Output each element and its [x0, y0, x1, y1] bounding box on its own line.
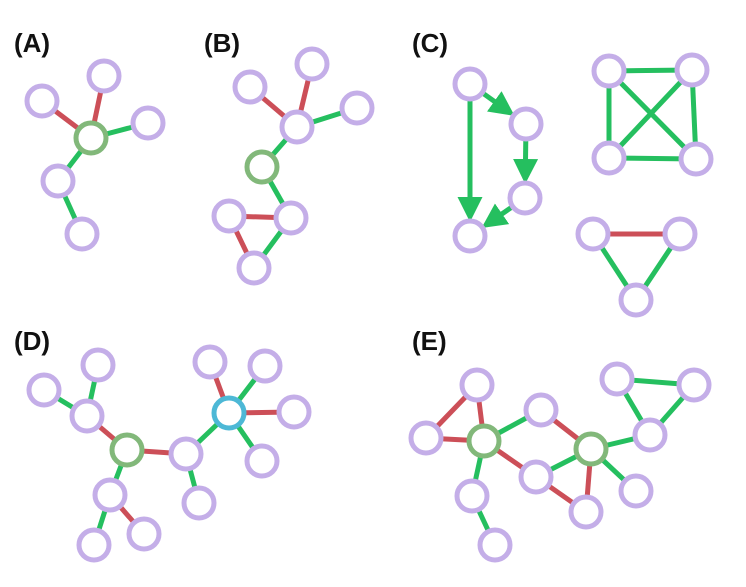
nodes-layer	[24, 46, 714, 563]
node-c8	[678, 141, 714, 177]
node-b1	[232, 69, 268, 105]
node-e6	[518, 459, 554, 495]
node-e4	[477, 527, 513, 563]
node-c11	[618, 282, 654, 318]
node-c2	[508, 106, 544, 142]
node-b2	[294, 46, 330, 82]
hub-node-e_hub2	[573, 431, 609, 467]
node-d11	[276, 394, 312, 430]
node-e1	[459, 367, 495, 403]
hub-node-d_hub	[109, 432, 145, 468]
node-d5	[76, 527, 112, 563]
hub-node-d_blue	[211, 395, 247, 431]
node-e8	[618, 473, 654, 509]
node-b5	[211, 198, 247, 234]
directed-edge-c3-c4	[481, 203, 513, 229]
node-d2	[80, 347, 116, 383]
hub-node-e_hub1	[466, 423, 502, 459]
hub-node-b_hub	[244, 149, 280, 185]
node-a5	[64, 216, 100, 252]
directed-edge-c1-c2	[482, 91, 515, 116]
directed-edge-c2-c3	[513, 140, 539, 185]
panel-label-c: (C)	[412, 28, 448, 58]
node-a3	[130, 105, 166, 141]
node-e9	[632, 417, 668, 453]
node-d1	[26, 372, 62, 408]
node-b6	[236, 250, 272, 286]
node-a4	[40, 163, 76, 199]
node-c7	[591, 140, 627, 176]
node-c6	[674, 52, 710, 88]
node-c1	[452, 66, 488, 102]
panel-label-e: (E)	[412, 326, 447, 356]
edge-c6-c7	[607, 68, 694, 160]
node-c10	[662, 216, 698, 252]
node-d9	[192, 344, 228, 380]
node-e7	[568, 494, 604, 530]
node-e5	[523, 392, 559, 428]
node-e2	[408, 420, 444, 456]
node-c3	[507, 180, 543, 216]
node-b4	[273, 200, 309, 236]
node-d12	[244, 443, 280, 479]
node-e3	[454, 478, 490, 514]
node-d7	[168, 436, 204, 472]
node-b3	[339, 90, 375, 126]
node-d3	[69, 398, 105, 434]
node-a1	[24, 83, 60, 119]
node-d4	[92, 477, 128, 513]
node-c9	[575, 216, 611, 252]
panel-label-b: (B)	[204, 28, 240, 58]
panel-label-d: (D)	[14, 326, 50, 356]
hub-node-a_hub	[73, 120, 109, 156]
node-e11	[676, 367, 712, 403]
node-d8	[181, 485, 217, 521]
node-d6	[126, 516, 162, 552]
node-e10	[599, 361, 635, 397]
node-c5	[591, 53, 627, 89]
node-c4	[452, 218, 488, 254]
node-b_mid	[279, 109, 315, 145]
node-a2	[86, 58, 122, 94]
panel-label-a: (A)	[14, 28, 50, 58]
node-d10	[247, 348, 283, 384]
